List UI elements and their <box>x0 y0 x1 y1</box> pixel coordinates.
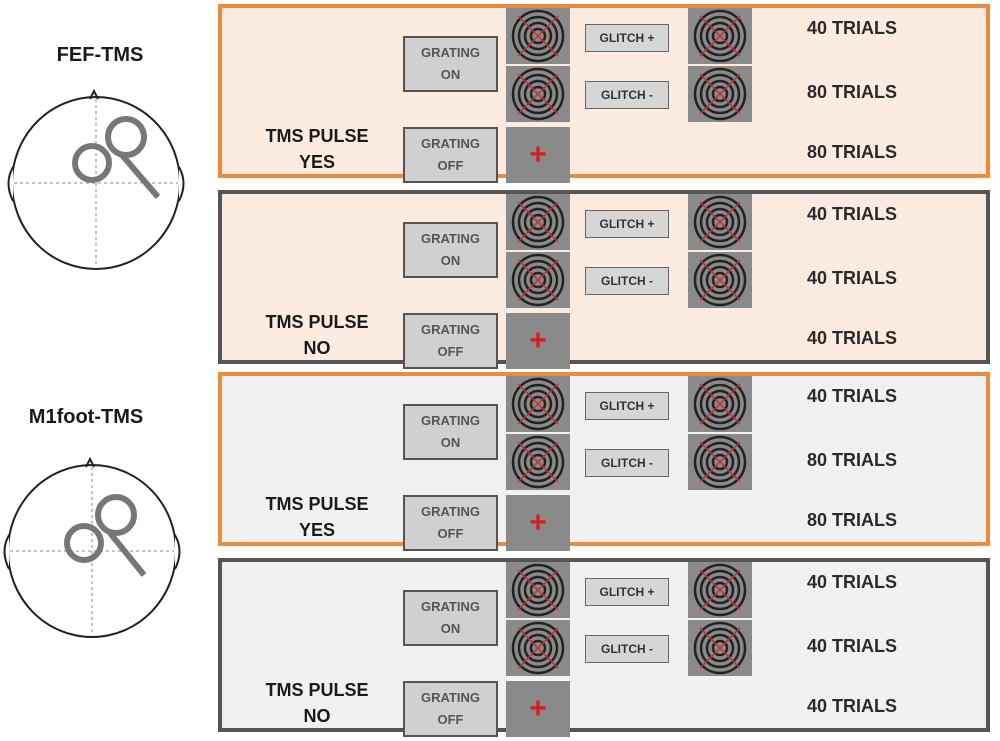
grating-off-button: GRATING OFF <box>403 127 498 183</box>
glitch-stimulus-icon <box>693 377 747 431</box>
trial-count: 40 TRIALS <box>806 204 898 224</box>
glitch-plus-button: GLITCH + <box>585 210 669 238</box>
trial-count: 40 TRIALS <box>806 268 898 288</box>
glitch-stimulus-icon <box>693 9 747 63</box>
grating-stimulus-icon <box>511 9 565 63</box>
glitch-minus-button: GLITCH - <box>585 267 669 295</box>
grating-off-button: GRATING OFF <box>403 313 498 369</box>
glitch-stimulus-icon <box>693 563 747 617</box>
grating-stimulus <box>506 620 570 676</box>
grating-stimulus <box>506 66 570 122</box>
tms-pulse-line1: TMS PULSE <box>265 126 369 146</box>
glitch-stimulus-icon <box>693 253 747 307</box>
glitch-stimulus-icon <box>693 621 747 675</box>
tms-pulse-label: TMS PULSE YES <box>242 491 392 543</box>
trial-count: 80 TRIALS <box>806 450 898 470</box>
glitch-minus-button: GLITCH - <box>585 449 669 477</box>
tms-pulse-label: TMS PULSE NO <box>242 677 392 729</box>
trial-count: 80 TRIALS <box>806 510 898 530</box>
trial-count: 40 TRIALS <box>806 696 898 716</box>
grating-stimulus-icon <box>511 563 565 617</box>
grating-on-button: GRATING ON <box>403 36 498 92</box>
grating-off-button: GRATING OFF <box>403 681 498 737</box>
tms-pulse-line1: TMS PULSE <box>265 312 369 332</box>
glitch-plus-button: GLITCH + <box>585 392 669 420</box>
grating-off-button: GRATING OFF <box>403 495 498 551</box>
fixation-cross: + <box>506 495 570 551</box>
head-diagram-m1foot-icon <box>3 456 181 638</box>
grating-stimulus-icon <box>511 435 565 489</box>
head-diagram-fef-icon <box>7 88 185 270</box>
glitch-stimulus <box>688 194 752 250</box>
glitch-stimulus-icon <box>693 67 747 121</box>
grating-on-button: GRATING ON <box>403 404 498 460</box>
grating-stimulus <box>506 434 570 490</box>
glitch-stimulus <box>688 66 752 122</box>
grating-stimulus <box>506 194 570 250</box>
tms-pulse-label: TMS PULSE NO <box>242 309 392 361</box>
grating-stimulus-icon <box>511 67 565 121</box>
glitch-stimulus <box>688 376 752 432</box>
glitch-plus-button: GLITCH + <box>585 24 669 52</box>
condition-panel: TMS PULSE YES GRATING ON GRATING OFF+ GLITCH… <box>218 372 990 551</box>
grating-stimulus-icon <box>511 377 565 431</box>
glitch-stimulus <box>688 562 752 618</box>
tms-pulse-line2: YES <box>298 152 336 172</box>
trial-count: 40 TRIALS <box>806 636 898 656</box>
tms-pulse-line2: NO <box>303 338 331 358</box>
trial-count: 40 TRIALS <box>806 18 898 38</box>
glitch-minus-button: GLITCH - <box>585 635 669 663</box>
glitch-minus-button: GLITCH - <box>585 81 669 109</box>
grating-stimulus <box>506 252 570 308</box>
grating-stimulus <box>506 562 570 618</box>
head-label-m1foot: M1foot-TMS <box>28 406 144 428</box>
condition-panel: TMS PULSE NO GRATING ON GRATING OFF+ GLITCH … <box>218 190 990 369</box>
tms-pulse-line2: YES <box>298 520 336 540</box>
glitch-stimulus <box>688 8 752 64</box>
glitch-stimulus <box>688 252 752 308</box>
grating-on-button: GRATING ON <box>403 590 498 646</box>
trial-count: 80 TRIALS <box>806 142 898 162</box>
fixation-cross: + <box>506 127 570 183</box>
condition-panel: TMS PULSE YES GRATING ON GRATING OFF+ GLITCH… <box>218 4 990 183</box>
trial-count: 80 TRIALS <box>806 82 898 102</box>
trial-count: 40 TRIALS <box>806 328 898 348</box>
tms-pulse-line1: TMS PULSE <box>265 494 369 514</box>
tms-pulse-label: TMS PULSE YES <box>242 123 392 175</box>
tms-pulse-line2: NO <box>303 706 331 726</box>
glitch-stimulus-icon <box>693 435 747 489</box>
glitch-stimulus-icon <box>693 195 747 249</box>
trial-count: 40 TRIALS <box>806 572 898 592</box>
grating-on-button: GRATING ON <box>403 222 498 278</box>
condition-panel: TMS PULSE NO GRATING ON GRATING OFF+ GLITCH … <box>218 558 990 737</box>
fixation-cross: + <box>506 681 570 737</box>
glitch-stimulus <box>688 620 752 676</box>
trial-count: 40 TRIALS <box>806 386 898 406</box>
fixation-cross: + <box>506 313 570 369</box>
grating-stimulus <box>506 376 570 432</box>
tms-pulse-line1: TMS PULSE <box>265 680 369 700</box>
glitch-stimulus <box>688 434 752 490</box>
grating-stimulus <box>506 8 570 64</box>
grating-stimulus-icon <box>511 621 565 675</box>
grating-stimulus-icon <box>511 253 565 307</box>
glitch-plus-button: GLITCH + <box>585 578 669 606</box>
grating-stimulus-icon <box>511 195 565 249</box>
head-label-fef: FEF-TMS <box>56 44 144 66</box>
